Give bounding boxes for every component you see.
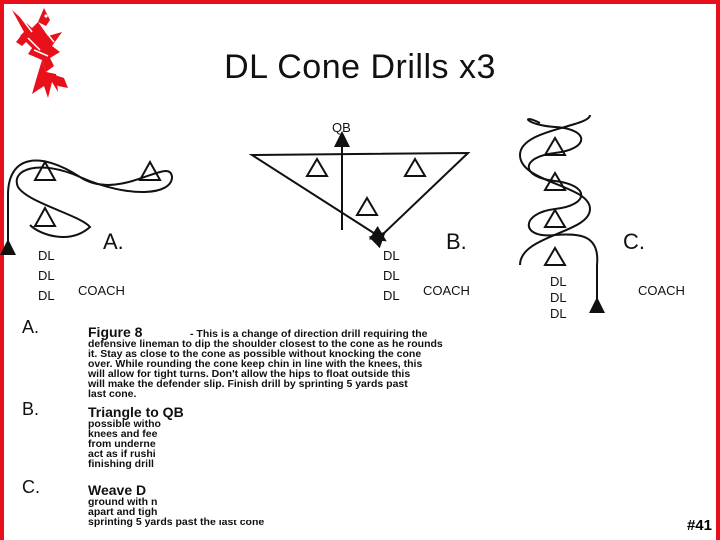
desc-c-letter: C. [22,477,40,497]
dl-label: DL [383,288,400,303]
desc-b-line: possible witho [88,418,161,430]
description-a: A. Figure 8 - This is a change of direct… [22,317,443,400]
drill-a-letter: A. [103,229,124,254]
left-border [0,0,4,540]
drill-diagram: A. DL DL DL COACH QB B. DL DL DL COACH [0,115,685,528]
dl-label: DL [383,268,400,283]
red-hawk-logo-icon [12,8,68,98]
desc-a-line: - This is a change of direction drill re… [190,328,428,340]
dl-label: DL [550,274,567,289]
desc-a-heading: Figure 8 [88,324,143,340]
dl-label: DL [550,306,567,321]
desc-c-line: apart and tigh [88,506,157,518]
coach-label: COACH [423,283,470,298]
slide-title: DL Cone Drills x3 [224,48,496,86]
cone-icon [305,157,329,177]
top-border [0,0,720,4]
description-b: B. Triangle to QB possible witho knees a… [22,399,184,470]
drill-a-path [0,159,174,255]
drill-b-path [248,151,471,249]
qb-label: QB [332,120,351,135]
drill-c-letter: C. [623,229,645,254]
desc-a-line: will make the defender slip. Finish dril… [87,378,408,390]
dl-label: DL [38,288,55,303]
desc-a-letter: A. [22,317,39,337]
desc-b-line: act as if rushi [88,448,156,460]
desc-c-heading: Weave D [88,482,146,498]
dl-label: DL [383,248,400,263]
right-border [716,0,720,540]
desc-a-line: last cone. [88,388,137,400]
coach-label: COACH [78,283,125,298]
cone-icon [543,136,567,156]
page-number: #41 [686,517,712,534]
drill-c-diagram: C. DL DL DL COACH [518,115,685,321]
cone-icon [355,196,379,216]
desc-b-line: knees and fee [88,428,158,440]
cone-icon [543,246,567,266]
dl-label: DL [550,290,567,305]
desc-a-line: defensive lineman to dip the shoulder cl… [88,338,443,350]
drill-b-letter: B. [446,229,467,254]
description-c: C. Weave D ground with n apart and tigh … [22,477,264,528]
cone-icon [33,159,57,181]
cone-icon [138,159,162,181]
cone-icon [543,208,567,228]
desc-b-heading: Triangle to QB [88,404,184,420]
whitespace-block [212,415,712,520]
dl-label: DL [38,248,55,263]
desc-a-line: it. Stay as close to the cone as possibl… [88,348,421,360]
desc-a-line: over. While rounding the cone keep chin … [88,358,422,370]
drill-a-diagram: A. DL DL DL COACH [0,159,174,303]
cone-icon [543,171,567,191]
dl-label: DL [38,268,55,283]
cone-icon [33,205,57,227]
drill-b-diagram: QB B. DL DL DL COACH [248,120,471,303]
coach-label: COACH [638,283,685,298]
cone-icon [403,157,427,177]
drill-c-weave [518,115,592,266]
desc-b-letter: B. [22,399,39,419]
desc-b-line: from underne [88,438,156,450]
desc-b-line: finishing drill [88,458,154,470]
desc-c-line: ground with n [88,496,157,508]
desc-a-line: will allow for tight turns. Don't allow … [87,368,410,380]
